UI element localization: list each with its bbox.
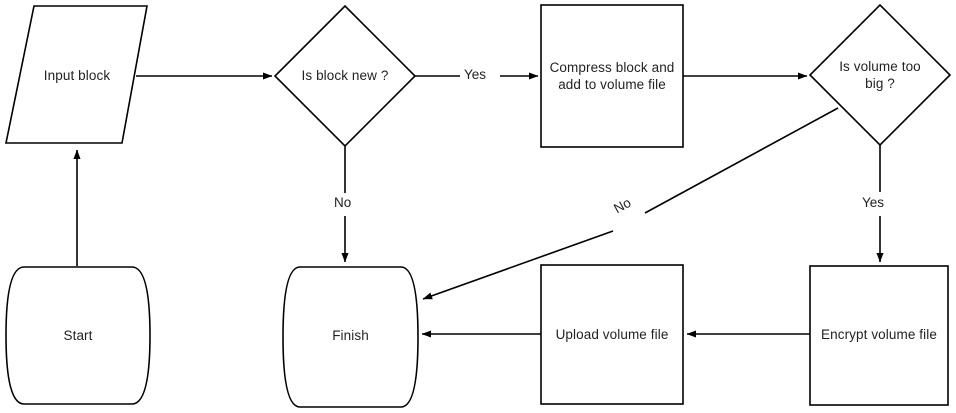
node-start[interactable] (5, 266, 151, 405)
node-encrypt-volume-file[interactable] (809, 265, 949, 406)
node-finish[interactable] (282, 266, 419, 408)
node-is-block-new[interactable] (273, 4, 417, 148)
edge-is-volume-too-big-no-seg2 (422, 230, 614, 300)
node-compress-block[interactable] (540, 4, 684, 148)
node-is-volume-too-big[interactable] (808, 3, 952, 147)
node-input-block[interactable] (5, 5, 148, 144)
node-upload-volume-file[interactable] (540, 264, 684, 405)
edge-is-volume-too-big-no-seg1 (644, 107, 839, 214)
